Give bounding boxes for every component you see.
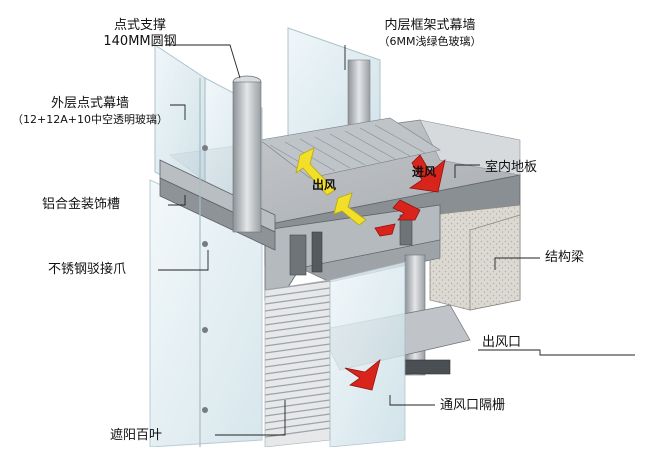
leader-air-outlet — [478, 349, 635, 356]
outer-wall-spec-text: （12+12A+10中空透明玻璃） — [12, 113, 168, 126]
claw-fixing-2 — [202, 241, 208, 247]
louver-slat — [264, 371, 331, 382]
label-aluminum-trough: 铝合金装饰槽 — [42, 197, 121, 212]
louver-slat — [264, 357, 331, 368]
label-structural-beam: 结构梁 — [545, 250, 585, 265]
air-in-arrow-3 — [374, 223, 396, 237]
air-in-arrow-2 — [392, 199, 421, 221]
leader-outer-wall — [170, 104, 186, 120]
louver-slat — [264, 378, 331, 389]
leader-sunshade — [215, 400, 286, 436]
louver-slat — [264, 385, 331, 396]
outlet-slot — [404, 359, 451, 375]
louver-slat — [264, 406, 331, 417]
louver-slat — [264, 350, 331, 361]
leader-structural-beam — [494, 257, 540, 270]
outer-wall-text: 外层点式幕墙 — [50, 96, 129, 111]
claw-fixing-1 — [202, 145, 208, 151]
leader-aluminum-trough — [168, 195, 186, 206]
louver-slat — [264, 315, 331, 326]
air-out-arrow-2 — [333, 192, 367, 226]
louver-slat — [264, 294, 331, 305]
air-out-arrow-1 — [295, 147, 336, 196]
round-steel-column — [232, 81, 262, 233]
louver-slat — [264, 399, 331, 410]
claw-fixing-4 — [202, 407, 208, 413]
label-air-out: 出风 — [312, 178, 337, 192]
air-in-arrow-4 — [344, 358, 381, 391]
air-in-arrow-1 — [408, 154, 446, 193]
inner-wall-text: 内层框架式幕墙 — [384, 18, 476, 33]
claw-fixing-3 — [202, 327, 208, 333]
louver-slat — [264, 413, 331, 424]
leader-vent-grille — [389, 395, 435, 406]
bracket-profile-1 — [289, 234, 307, 276]
louver-slat — [264, 280, 331, 291]
louver-slat — [264, 329, 331, 340]
louver-slat — [264, 420, 331, 431]
bracket-arm — [299, 239, 441, 283]
louver-slat — [264, 343, 331, 354]
lower-inner-glass — [329, 261, 406, 448]
louver-slat — [264, 287, 331, 298]
louver-slat — [264, 427, 331, 438]
label-air-in: 进风 — [412, 165, 437, 179]
label-stainless-claw: 不锈钢驳接爪 — [48, 262, 127, 277]
louver-slat — [264, 336, 331, 347]
point-support-text: 点式支撑 — [113, 18, 166, 33]
label-point-support: 点式支撑 140MM圆钢 — [80, 18, 200, 50]
louver-slat — [264, 301, 331, 312]
louver-slat — [264, 322, 331, 333]
round-steel-text: 140MM圆钢 — [103, 34, 177, 49]
leader-indoor-floor — [454, 164, 480, 178]
label-vent-grille: 通风口隔栅 — [440, 398, 506, 413]
bracket-profile-2 — [311, 231, 323, 273]
inner-wall-spec-text: （6MM浅绿色玻璃） — [378, 35, 482, 48]
leader-stainless-claw — [158, 250, 209, 271]
louver-slat — [264, 364, 331, 375]
label-inner-wall: 内层框架式幕墙 （6MM浅绿色玻璃） — [355, 18, 505, 50]
leader-point-support — [165, 44, 241, 79]
louver-slat — [264, 308, 331, 319]
label-outer-wall: 外层点式幕墙 （12+12A+10中空透明玻璃） — [10, 96, 170, 128]
louver-slat — [264, 392, 331, 403]
label-air-outlet: 出风口 — [482, 335, 522, 350]
label-indoor-floor: 室内地板 — [485, 160, 538, 175]
label-sunshade-louver: 遮阳百叶 — [110, 428, 163, 443]
